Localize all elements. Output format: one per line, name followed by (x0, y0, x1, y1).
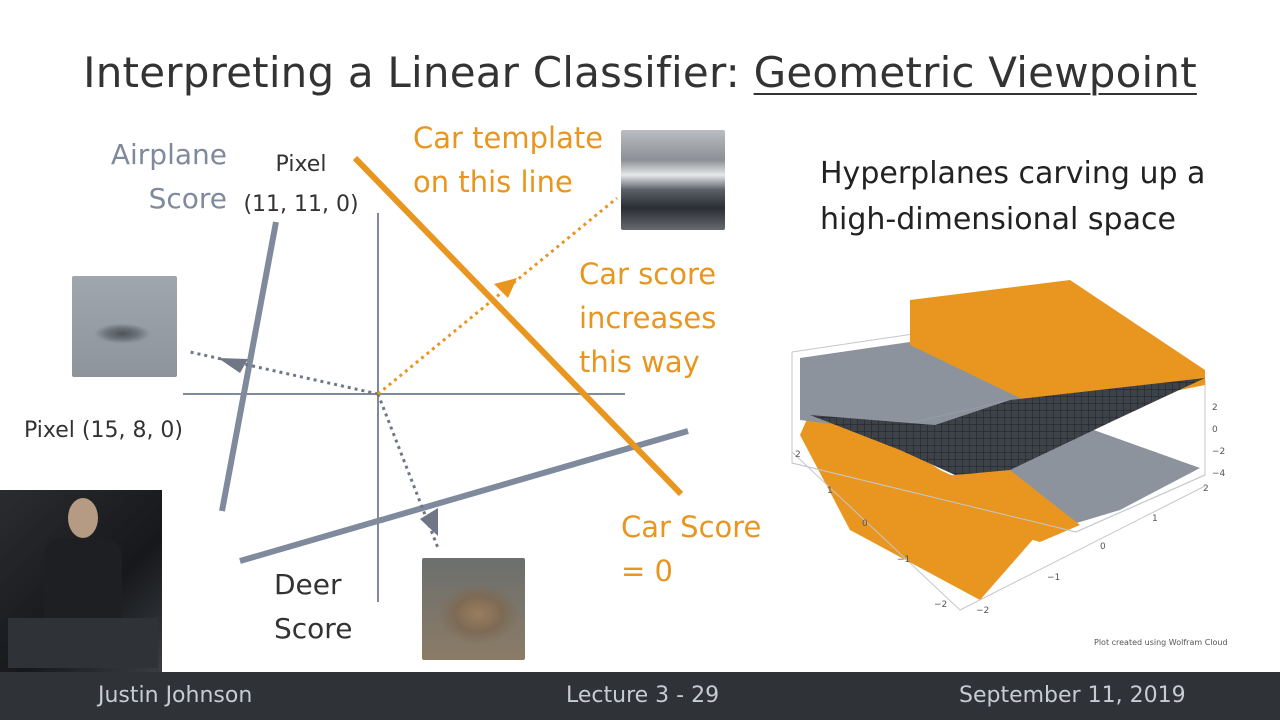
car-score-line (352, 155, 684, 497)
deer-score-line1: Deer (274, 568, 342, 601)
deer-score-line2: Score (274, 612, 353, 645)
footer-author: Justin Johnson (98, 683, 253, 708)
deer-thumbnail (422, 558, 525, 660)
x-tick-2: 2 (795, 450, 801, 460)
slide-title: Interpreting a Linear Classifier: Geomet… (0, 48, 1280, 97)
slide-footer: Justin Johnson Lecture 3 - 29 September … (0, 672, 1280, 720)
y-tick-neg1: −1 (1047, 573, 1061, 583)
deer-score-line (239, 428, 689, 564)
plot-x-axis (791, 451, 961, 611)
car-arrowhead (494, 278, 517, 298)
z-tick-neg4: −4 (1212, 469, 1226, 479)
y-tick-1: 1 (1152, 514, 1158, 524)
airplane-score-line2: Score (148, 182, 227, 215)
airplane-score-line (219, 221, 279, 512)
y-tick-neg2: −2 (976, 606, 990, 616)
title-main: Interpreting a Linear Classifier: (83, 48, 754, 97)
deer-score-label: Deer Score (274, 563, 352, 651)
hyperplanes-note-line2: high-dimensional space (820, 202, 1176, 237)
footer-lecture: Lecture 3 - 29 (566, 683, 720, 708)
presenter-desk (8, 618, 158, 668)
car-increases-line3: this way (579, 345, 700, 379)
upper-gray-plane (800, 342, 1055, 430)
car-template-label: Car template on this line (413, 116, 603, 204)
z-tick-0: 0 (1212, 425, 1218, 435)
airplane-direction-arrow (189, 350, 379, 396)
car-increases-line1: Car score (579, 257, 717, 291)
car-thumbnail (621, 130, 725, 230)
pixel-y-line1: Pixel (275, 152, 327, 177)
car-score-zero-line1: Car Score (621, 510, 762, 544)
middle-orange-plane (900, 470, 1080, 542)
car-score-zero-line2: = 0 (621, 554, 673, 588)
title-emphasis: Geometric Viewpoint (753, 48, 1197, 97)
car-increases-label: Car score increases this way (579, 252, 716, 384)
hyperplanes-note: Hyperplanes carving up a high-dimensiona… (820, 151, 1205, 243)
car-template-line2: on this line (413, 165, 573, 199)
z-tick-2: 2 (1212, 403, 1218, 413)
dark-mesh-plane (810, 378, 1205, 475)
plot-y-axis (959, 485, 1206, 611)
car-increases-line2: increases (579, 301, 717, 335)
hyperplanes-3d-plot (791, 280, 1206, 611)
airplane-score-line1: Airplane (110, 138, 227, 171)
footer-date: September 11, 2019 (959, 683, 1186, 708)
pixel-x-label: Pixel (15, 8, 0) (24, 418, 184, 443)
airplane-score-label: Airplane Score (101, 133, 227, 221)
deer-arrowhead (420, 508, 438, 536)
airplane-arrowhead (218, 358, 248, 373)
pixel-y-label: Pixel (11, 11, 0) (236, 152, 366, 218)
x-tick-neg1: −1 (897, 555, 911, 565)
presenter-video (0, 490, 162, 672)
plot-caption: Plot created using Wolfram Cloud (1094, 638, 1228, 647)
car-score-zero-label: Car Score = 0 (621, 505, 761, 593)
presenter-head (68, 498, 98, 538)
x-tick-1: 1 (827, 486, 833, 496)
car-template-line1: Car template (413, 121, 604, 155)
z-tick-neg2: −2 (1212, 447, 1226, 457)
x-tick-neg2: −2 (934, 600, 948, 610)
airplane-thumbnail (72, 276, 177, 377)
plot-box-front (791, 462, 1206, 533)
upper-orange-plane (910, 280, 1205, 415)
pixel-y-line2: (11, 11, 0) (243, 192, 359, 217)
y-tick-2: 2 (1203, 484, 1209, 494)
y-tick-0: 0 (1100, 542, 1106, 552)
hyperplanes-note-line1: Hyperplanes carving up a (820, 156, 1206, 191)
x-tick-0: 0 (862, 519, 868, 529)
car-direction-arrow (377, 196, 618, 396)
